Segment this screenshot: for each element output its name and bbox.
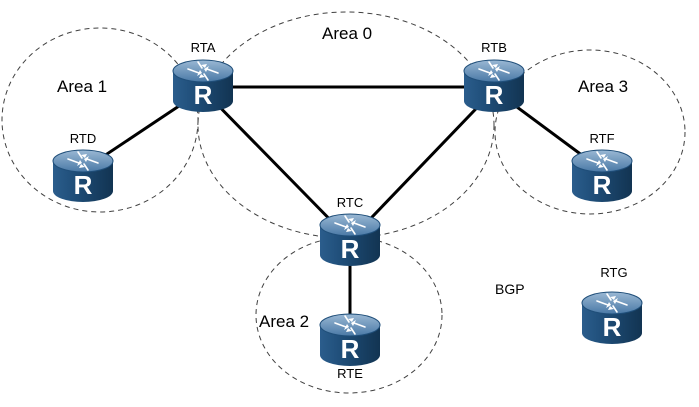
rtf-label: RTF <box>589 131 614 146</box>
router-rta[interactable] <box>172 59 234 113</box>
router-rte[interactable] <box>319 313 381 367</box>
rtc-label: RTC <box>337 195 363 210</box>
router-rtb[interactable] <box>463 59 525 113</box>
router-rtf[interactable] <box>571 149 633 203</box>
router-rtc[interactable] <box>319 213 381 267</box>
rtb-label: RTB <box>481 40 507 55</box>
rtd-label: RTD <box>70 131 96 146</box>
link-rta-rtc <box>201 88 352 242</box>
area1-label: Area 1 <box>57 77 107 96</box>
rtg-label: RTG <box>600 265 627 280</box>
area2-boundary <box>255 236 443 394</box>
area0-label: Area 0 <box>322 24 372 43</box>
area3-boundary <box>494 49 686 215</box>
area2-label: Area 2 <box>259 312 309 331</box>
area0-boundary <box>197 11 495 239</box>
area3-label: Area 3 <box>578 77 628 96</box>
bgp-label: BGP <box>495 281 525 297</box>
rte-label: RTE <box>337 366 363 381</box>
rta-label: RTA <box>191 40 216 55</box>
router-rtg[interactable] <box>581 291 643 345</box>
router-rtd[interactable] <box>52 149 114 203</box>
link-rtb-rtc <box>348 88 496 242</box>
